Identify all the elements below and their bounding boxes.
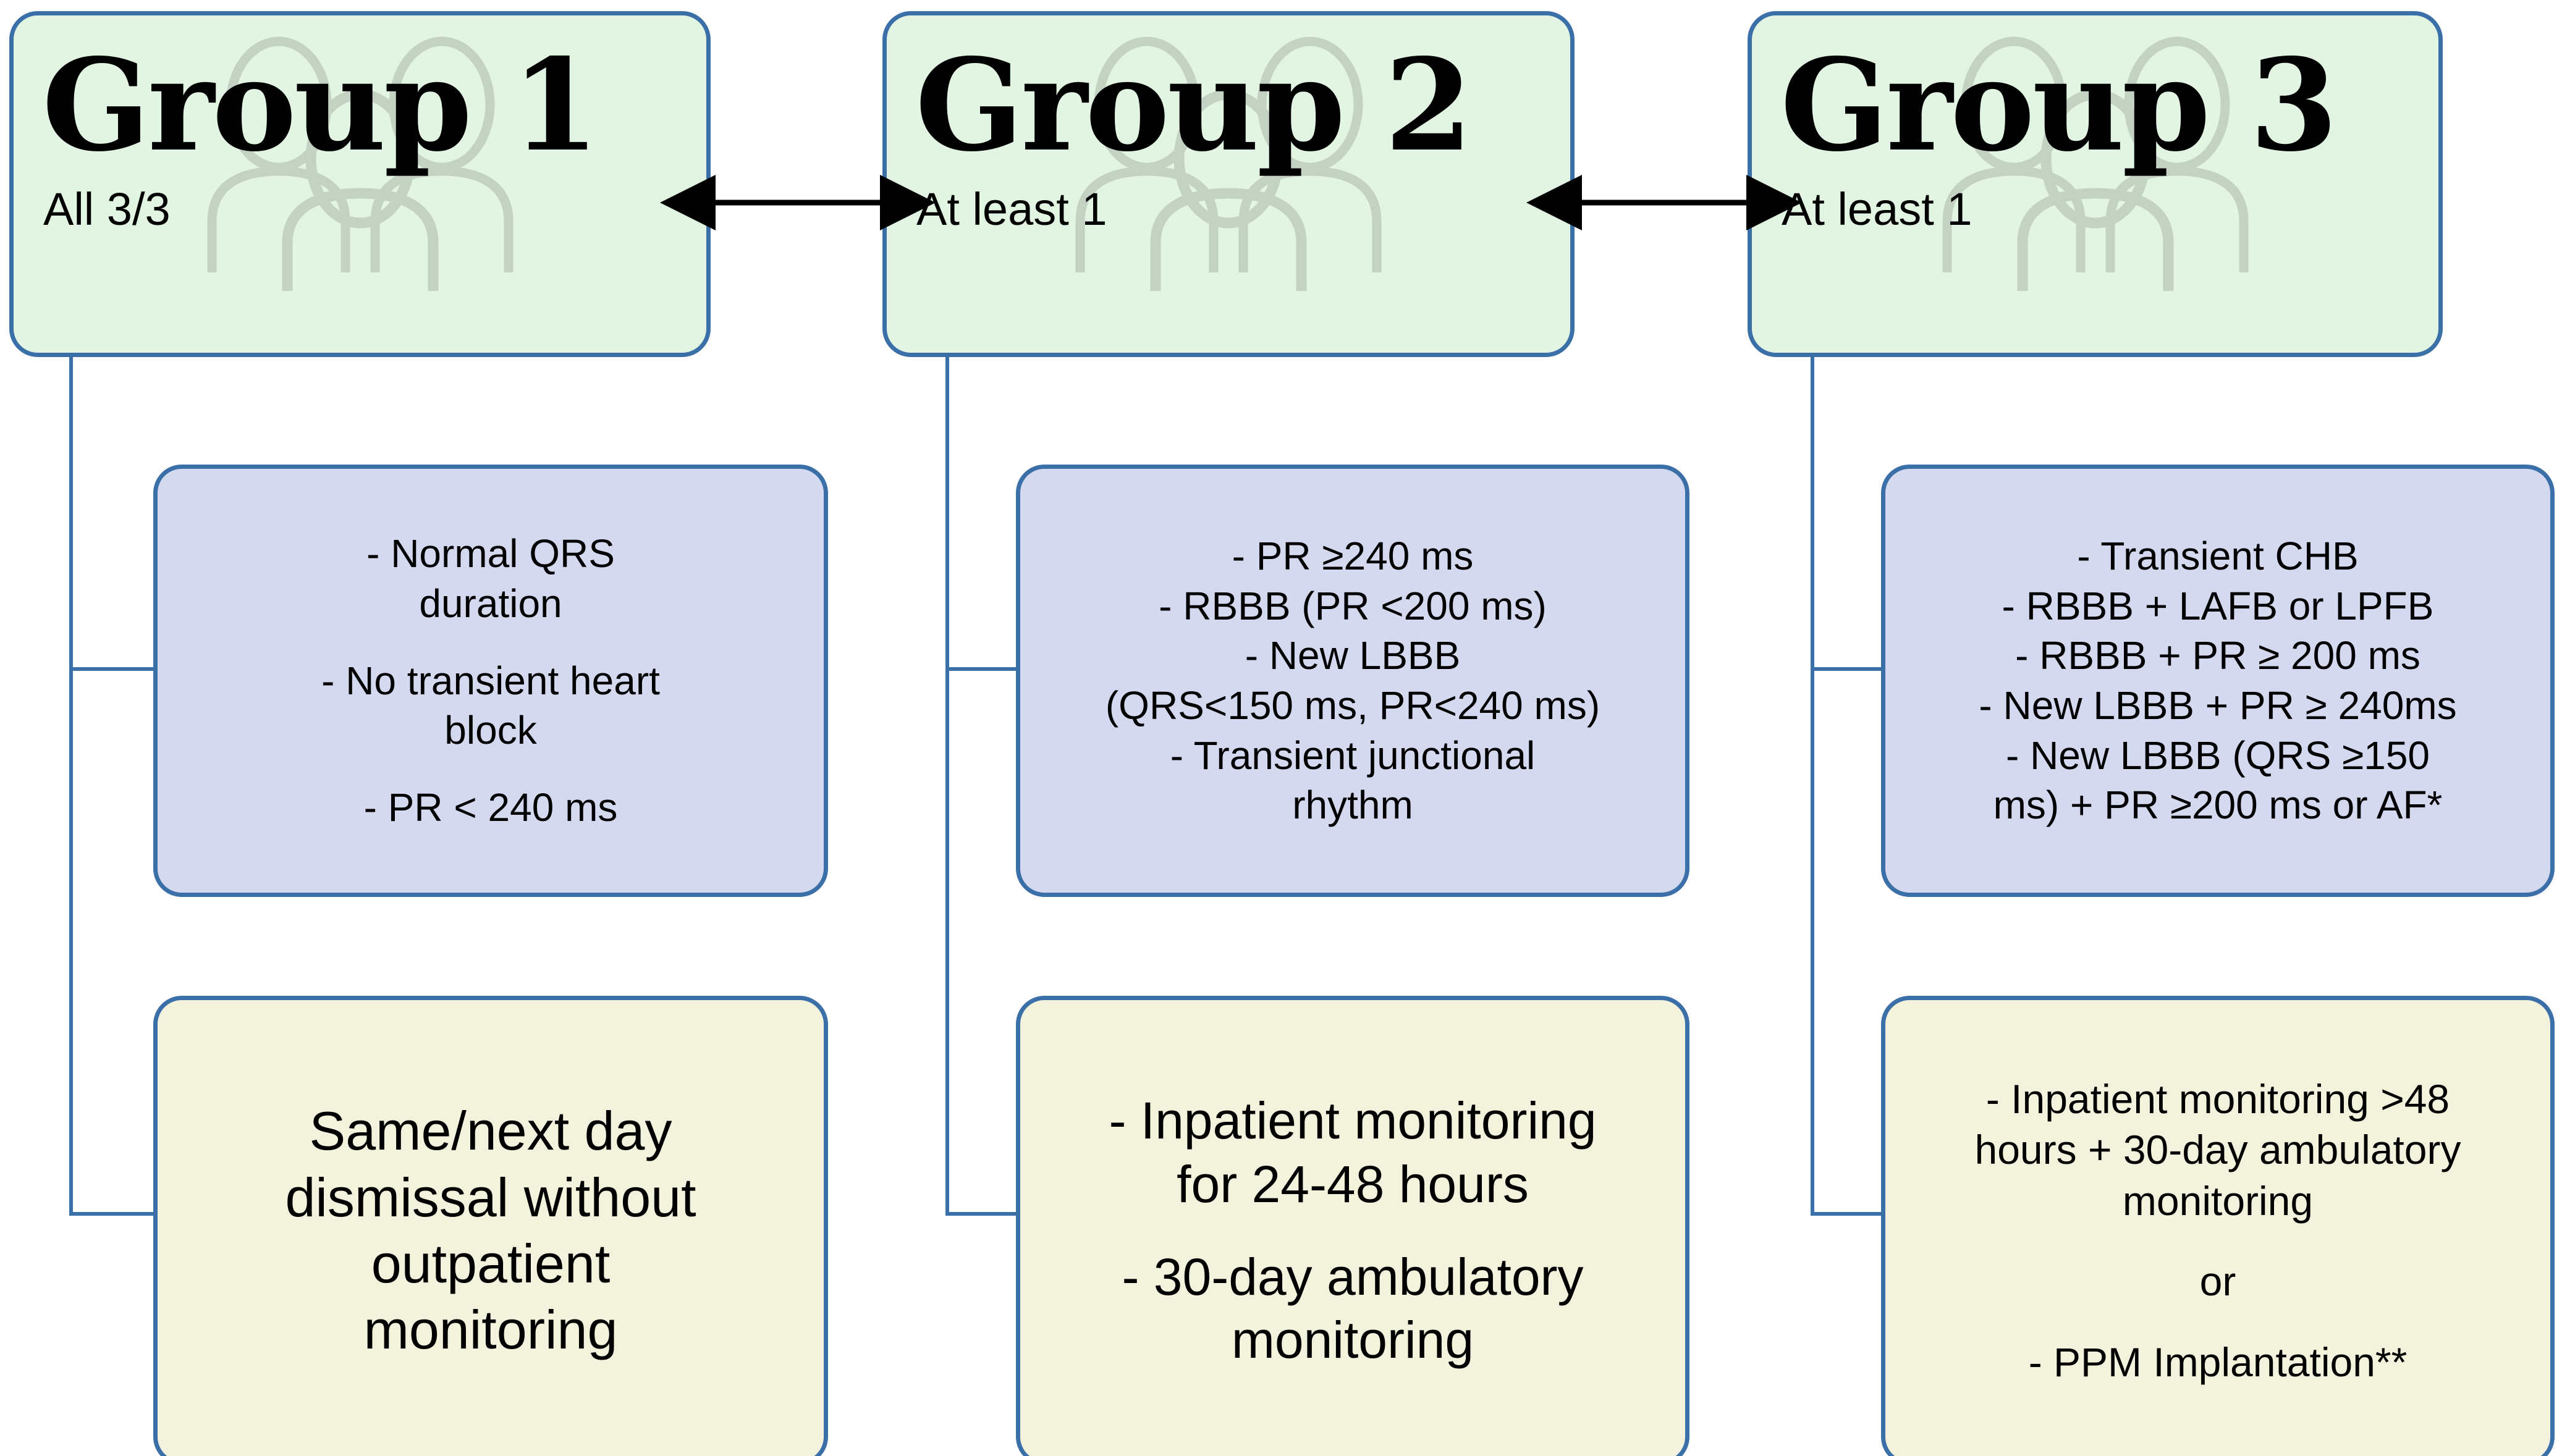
group-1-management-list: Same/next day dismissal without outpatie… [175,1098,806,1363]
arrow-group2-group3 [1526,175,1802,230]
management-line: or [2199,1258,2236,1305]
management-line: - Inpatient monitoring [1109,1092,1597,1150]
criteria-line: - New LBBB [1245,633,1461,678]
criteria-line: - Transient CHB [2077,534,2359,579]
criteria-line: ms) + PR ≥200 ms or AF* [1993,783,2443,828]
criteria-line: - No transient heart [321,658,660,703]
group-2-management-list: - Inpatient monitoring for 24-48 hours -… [1038,1089,1668,1372]
group-2-criteria-list: - PR ≥240 ms - RBBB (PR <200 ms) - New L… [1036,531,1669,830]
group-3-management-box[interactable]: - Inpatient monitoring >48 hours + 30-da… [1881,996,2555,1456]
criteria-line: - RBBB (PR <200 ms) [1159,583,1547,628]
management-line: monitoring [2122,1177,2314,1224]
management-line: - 30-day ambulatory [1122,1248,1584,1306]
group-1-criteria-box[interactable]: - Normal QRS duration - No transient hea… [153,465,828,897]
group-2-criteria-box[interactable]: - PR ≥240 ms - RBBB (PR <200 ms) - New L… [1016,465,1689,897]
group-2-header[interactable]: Group 2 At least 1 [882,11,1575,357]
group-1-management-box[interactable]: Same/next day dismissal without outpatie… [153,996,828,1456]
group-2-title: Group 2 [915,32,1473,180]
management-line: monitoring [363,1299,618,1361]
group-2-management-box[interactable]: - Inpatient monitoring for 24-48 hours -… [1016,996,1689,1456]
group-2-connector-trunk [945,357,949,1216]
criteria-line: - Transient junctional [1170,733,1536,778]
group-3-connector-to-criteria [1811,667,1885,671]
group-3-management-list: - Inpatient monitoring >48 hours + 30-da… [1903,1074,2533,1388]
group-1-connector-to-management [69,1212,157,1216]
criteria-line: (QRS<150 ms, PR<240 ms) [1105,683,1600,728]
group-1-title: Group 1 [42,32,599,180]
management-line: hours + 30-day ambulatory [1974,1127,2461,1173]
management-line: for 24-48 hours [1177,1155,1529,1213]
criteria-line: - PR ≥240 ms [1232,534,1474,579]
arrow-group1-group2 [660,175,936,230]
management-line: outpatient [371,1233,611,1294]
group-1-header[interactable]: Group 1 All 3/3 [9,11,711,357]
group-1-connector-to-criteria [69,667,157,671]
group-1-subtitle: All 3/3 [43,183,171,235]
group-3-criteria-list: - Transient CHB - RBBB + LAFB or LPFB - … [1901,531,2534,830]
group-3-connector-trunk [1811,357,1814,1216]
criteria-line: - New LBBB + PR ≥ 240ms [1979,683,2457,728]
management-line: monitoring [1231,1311,1474,1370]
group-2-connector-to-management [945,1212,1020,1216]
group-3-connector-to-management [1811,1212,1885,1216]
group-3-header[interactable]: Group 3 At least 1 [1748,11,2443,357]
group-3-title: Group 3 [1780,32,2338,180]
group-1-criteria-list: - Normal QRS duration - No transient hea… [174,529,808,832]
group-2-subtitle: At least 1 [916,183,1107,235]
group-1-connector-trunk [69,357,73,1216]
management-line: - Inpatient monitoring >48 [1985,1075,2450,1122]
criteria-line: - Normal QRS [366,531,615,576]
criteria-line: - PR < 240 ms [363,785,618,830]
management-line: dismissal without [285,1166,696,1228]
criteria-line: duration [419,581,562,626]
criteria-line: - New LBBB (QRS ≥150 [2005,733,2430,778]
criteria-line: rhythm [1292,783,1413,828]
criteria-line: - RBBB + LAFB or LPFB [2002,583,2434,628]
criteria-line: - RBBB + PR ≥ 200 ms [2015,633,2420,678]
group-3-criteria-box[interactable]: - Transient CHB - RBBB + LAFB or LPFB - … [1881,465,2555,897]
management-line: - PPM Implantation** [2028,1339,2408,1385]
management-line: Same/next day [309,1100,672,1162]
criteria-line: block [444,708,537,753]
group-2-connector-to-criteria [945,667,1020,671]
group-3-subtitle: At least 1 [1782,183,1972,235]
